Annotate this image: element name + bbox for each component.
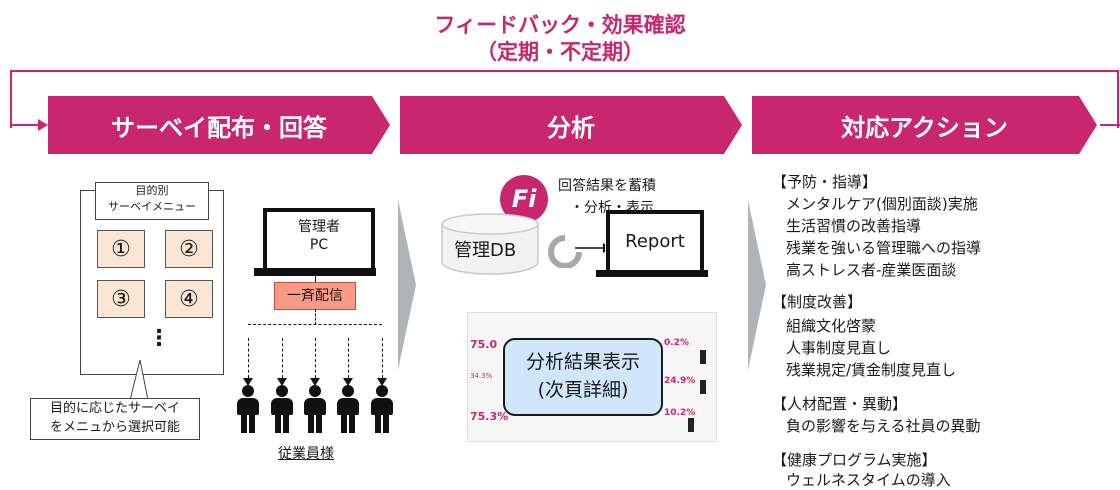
distribution-line xyxy=(248,324,382,325)
process-step-survey: サーベイ配布・回答 xyxy=(48,96,390,154)
report-screen: Report xyxy=(606,210,704,274)
mini-value: 24.9% xyxy=(664,376,696,386)
employee-icon xyxy=(334,385,362,433)
analysis-result-callout: 分析結果表示 (次頁詳細) xyxy=(503,338,663,416)
manager-pc-line2: PC xyxy=(309,237,329,253)
survey-item-1[interactable]: ① xyxy=(97,230,145,268)
action-heading-prevention: 【予防・指導】 xyxy=(772,173,878,191)
process-step-survey-label: サーベイ配布・回答 xyxy=(111,113,327,142)
survey-callout-line1: 目的に応じたサーベイ xyxy=(49,401,180,416)
action-item: 負の影響を与える社員の異動 xyxy=(786,417,981,435)
loop-exit-line xyxy=(1100,124,1120,126)
feedback-subtitle: （定期・不定期） xyxy=(476,40,644,64)
action-item: 残業規定/賃金制度見直し xyxy=(786,361,957,379)
employee-icon xyxy=(368,385,396,433)
survey-item-4-label: ④ xyxy=(179,286,199,312)
analysis-caption-line1: 回答結果を蓄積 xyxy=(558,178,656,194)
survey-item-3[interactable]: ③ xyxy=(97,280,145,318)
mini-person-icon xyxy=(688,418,694,432)
feedback-loop-line xyxy=(10,70,1119,128)
action-item: 組織文化啓蒙 xyxy=(786,317,877,335)
manager-pc-line1: 管理者 xyxy=(298,219,340,235)
loop-entry-line xyxy=(12,124,42,126)
distribution-arrow-icon xyxy=(343,338,353,386)
action-item: ウェルネスタイムの導入 xyxy=(786,471,951,489)
distribution-arrow-icon xyxy=(310,338,320,386)
connector-line xyxy=(315,309,316,325)
flow-arrow-icon xyxy=(748,200,766,370)
broadcast-button[interactable]: 一斉配信 xyxy=(274,282,356,310)
distribution-arrow-icon xyxy=(243,338,253,386)
mini-value: 0.2% xyxy=(664,338,689,348)
laptop-base xyxy=(596,270,708,277)
distribution-arrow-icon xyxy=(377,338,387,386)
connector-line xyxy=(315,276,316,282)
distribution-arrow-icon xyxy=(277,338,287,386)
employee-icon xyxy=(234,385,262,433)
survey-item-4[interactable]: ④ xyxy=(165,280,213,318)
survey-menu-title-line2: サーベイメニュー xyxy=(108,200,196,213)
survey-item-2-label: ② xyxy=(179,236,199,262)
loop-arrow-icon xyxy=(38,119,48,131)
employees-label: 従業員様 xyxy=(278,446,334,462)
action-item: 残業を強いる管理職への指導 xyxy=(786,239,982,257)
refresh-arrow-icon xyxy=(548,235,605,268)
employee-icon xyxy=(268,385,296,433)
analysis-callout-line2: (次頁詳細) xyxy=(537,379,629,401)
survey-callout: 目的に応じたサーベイ をメニュから選択可能 xyxy=(30,398,200,440)
survey-item-3-label: ③ xyxy=(111,286,131,312)
survey-more-icon: ⋮ xyxy=(148,326,170,351)
survey-menu-title: 目的別 サーベイメニュー xyxy=(95,182,209,220)
survey-menu-title-line1: 目的別 xyxy=(135,184,169,197)
employee-icon xyxy=(301,385,329,433)
manager-pc-icon: 管理者 PC xyxy=(263,208,375,272)
survey-item-2[interactable]: ② xyxy=(165,230,213,268)
action-item: 生活習慣の改善指導 xyxy=(786,217,922,235)
process-step-analysis: 分析 xyxy=(400,96,742,154)
laptop-base xyxy=(254,268,376,276)
process-step-action-label: 対応アクション xyxy=(841,113,1008,142)
feedback-title: フィードバック・効果確認 xyxy=(434,13,686,37)
survey-callout-line2: をメニュから選択可能 xyxy=(49,420,180,435)
mini-value: 10.2% xyxy=(664,408,696,418)
flow-arrow-icon xyxy=(398,200,416,370)
action-heading-placement: 【人材配置・異動】 xyxy=(772,395,908,413)
mini-value: 34.3% xyxy=(470,372,493,380)
database-label: 管理DB xyxy=(454,240,517,261)
mini-person-icon xyxy=(700,380,706,394)
action-item: 高ストレス者-産業医面談 xyxy=(786,261,957,279)
process-step-analysis-label: 分析 xyxy=(547,113,595,142)
action-heading-system: 【制度改善】 xyxy=(772,293,863,311)
database-icon xyxy=(441,213,539,275)
mini-value: 75.3% xyxy=(470,410,509,423)
mini-value: 75.0 xyxy=(470,338,498,351)
action-item: 人事制度見直し xyxy=(786,339,892,357)
action-heading-health: 【健康プログラム実施】 xyxy=(772,451,937,469)
analysis-callout-line1: 分析結果表示 xyxy=(525,351,640,373)
action-item: メンタルケア(個別面談)実施 xyxy=(786,195,978,213)
survey-item-1-label: ① xyxy=(111,236,131,262)
process-step-action: 対応アクション xyxy=(752,96,1097,154)
mini-person-icon xyxy=(700,350,706,364)
callout-tail xyxy=(129,360,149,400)
